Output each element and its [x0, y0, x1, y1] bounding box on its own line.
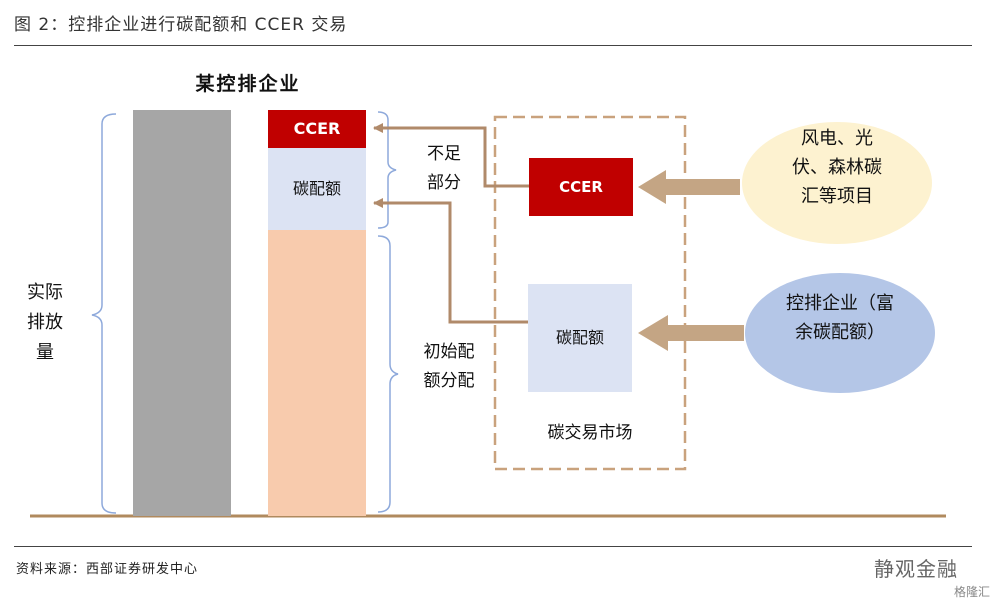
- company-title: 某控排企业: [195, 73, 301, 95]
- ccer-flow-arrow: [373, 123, 529, 188]
- market-label: 碳交易市场: [547, 423, 633, 443]
- bar-ccer-label: CCER: [293, 119, 341, 138]
- bar-allowance-label: 碳配额: [292, 179, 341, 198]
- shortfall-label: 不足部分: [427, 144, 461, 193]
- initial-allocation-label: 初始配额分配: [423, 342, 475, 391]
- projects-supply-arrow: [638, 170, 740, 204]
- initial-allocation-brace: [377, 235, 399, 513]
- projects-ellipse: [742, 122, 932, 244]
- actual-emission-bar: [133, 110, 231, 516]
- ccer-segment: [268, 110, 366, 148]
- figure-title: 图 2：控排企业进行碳配额和 CCER 交易: [14, 15, 348, 35]
- title-divider: [14, 45, 972, 46]
- projects-label: 风电、光伏、森林碳汇等项目: [792, 128, 882, 207]
- companies-ellipse: [745, 273, 935, 393]
- source-note: 资料来源：西部证券研发中心: [16, 562, 199, 577]
- allowance-flow-arrow: [373, 198, 528, 324]
- actual-emission-brace: [91, 113, 117, 514]
- market-box: [493, 115, 687, 471]
- actual-emission-label: 实际排放量: [27, 282, 63, 363]
- watermark-main: 静观金融: [874, 557, 958, 581]
- market-allowance-label: 碳配额: [555, 328, 604, 347]
- market-ccer-box: [529, 158, 633, 216]
- market-allowance-box: [528, 284, 632, 392]
- shortfall-brace: [377, 111, 397, 229]
- companies-label: 控排企业（富余碳配额）: [786, 293, 894, 343]
- market-ccer-label: CCER: [559, 178, 603, 196]
- watermark-sub: 格隆汇: [953, 585, 990, 599]
- allowance-segment: [268, 148, 366, 230]
- initial-allocation-segment: [268, 230, 366, 516]
- footer-divider: [14, 546, 972, 547]
- companies-supply-arrow: [638, 315, 744, 351]
